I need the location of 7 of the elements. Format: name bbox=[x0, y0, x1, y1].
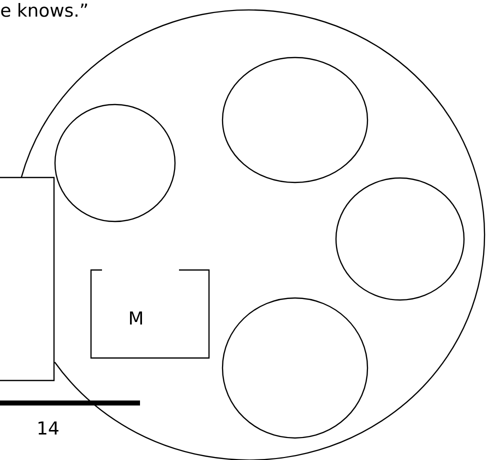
circle bbox=[54, 104, 176, 222]
circle bbox=[222, 297, 368, 439]
circle bbox=[335, 177, 465, 301]
bracket-box: M bbox=[90, 269, 210, 359]
scale-label: 14 bbox=[38, 421, 58, 435]
circle bbox=[222, 56, 368, 184]
quote-text: e knows.” bbox=[1, 3, 88, 17]
